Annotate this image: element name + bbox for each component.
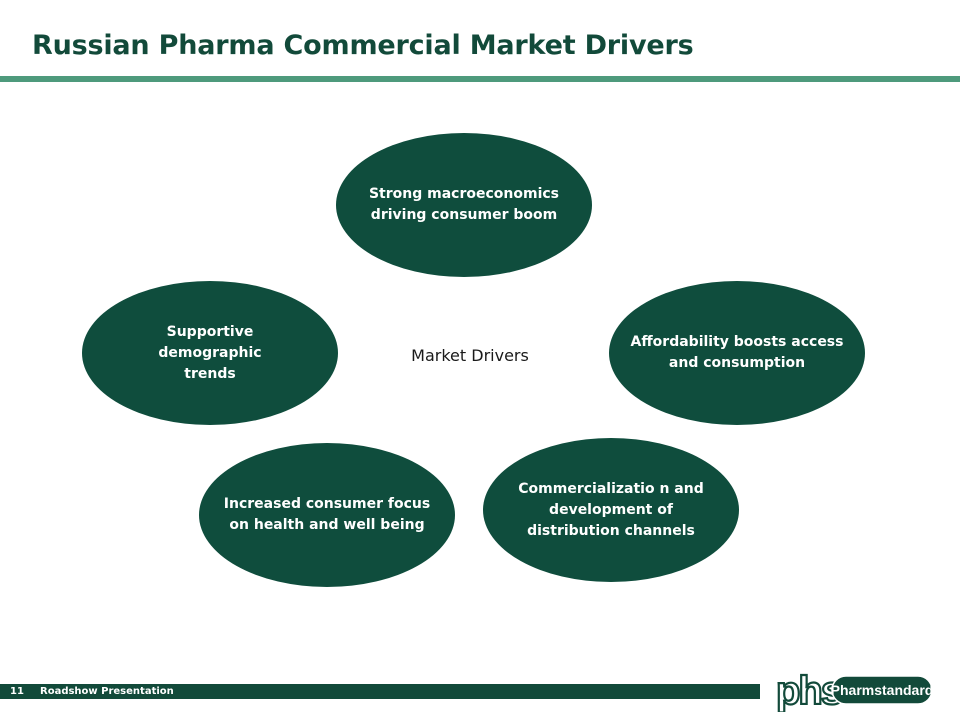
driver-node-affordability: Affordability boosts access and consumpt… (609, 281, 865, 425)
pharmstandard-logo: phs Pharmstandard (776, 668, 934, 712)
page-title: Russian Pharma Commercial Market Drivers (32, 30, 694, 61)
driver-node-macroeconomics: Strong macroeconomics driving consumer b… (336, 133, 592, 277)
driver-label: Affordability boosts access and consumpt… (630, 334, 844, 371)
logo-name-box (831, 675, 933, 705)
driver-node-commercialization: Commercializatio n and development of di… (483, 438, 739, 582)
driver-label: Commercializatio n and development of di… (518, 480, 704, 539)
logo-name: Pharmstandard (831, 682, 934, 698)
center-label: Market Drivers (411, 346, 529, 365)
driver-label: Supportive demographic trends (158, 323, 262, 382)
driver-node-health-focus: Increased consumer focus on health and w… (199, 443, 455, 587)
driver-label: Strong macroeconomics driving consumer b… (368, 186, 560, 223)
footer-text: Roadshow Presentation (40, 686, 174, 697)
driver-node-demographics: Supportive demographic trends (82, 281, 338, 425)
footer-page-number: 11 (10, 686, 24, 697)
title-rule (0, 76, 960, 82)
driver-label: Increased consumer focus on health and w… (223, 496, 431, 533)
footer-bar (0, 684, 760, 699)
